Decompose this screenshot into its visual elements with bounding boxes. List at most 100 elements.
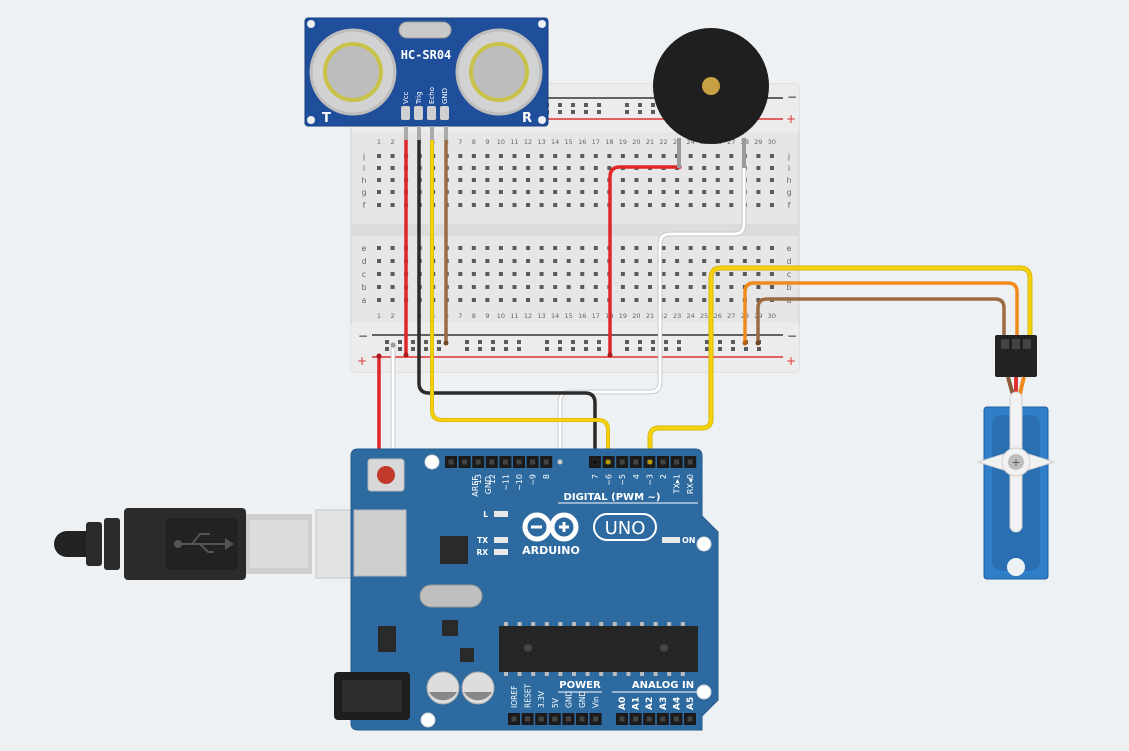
breadboard-hole[interactable]: [715, 178, 720, 182]
breadboard-hole[interactable]: [471, 166, 476, 170]
breadboard-hole[interactable]: [638, 103, 642, 107]
breadboard-hole[interactable]: [498, 285, 503, 289]
breadboard-hole[interactable]: [471, 298, 476, 302]
breadboard-hole[interactable]: [593, 154, 598, 158]
breadboard-hole[interactable]: [661, 178, 666, 182]
breadboard-hole[interactable]: [729, 298, 734, 302]
breadboard-hole[interactable]: [498, 154, 503, 158]
breadboard-hole[interactable]: [377, 178, 381, 182]
breadboard-hole[interactable]: [580, 246, 585, 250]
breadboard-hole[interactable]: [597, 340, 601, 344]
breadboard-hole[interactable]: [756, 203, 761, 207]
breadboard-hole[interactable]: [566, 246, 571, 250]
breadboard-hole[interactable]: [597, 103, 601, 107]
breadboard-hole[interactable]: [769, 154, 774, 158]
breadboard-hole[interactable]: [651, 103, 655, 107]
breadboard-hole[interactable]: [634, 285, 639, 289]
breadboard-hole[interactable]: [385, 347, 389, 351]
breadboard-hole[interactable]: [769, 246, 774, 250]
breadboard-hole[interactable]: [526, 203, 531, 207]
breadboard-hole[interactable]: [756, 190, 761, 194]
breadboard-hole[interactable]: [651, 340, 655, 344]
servo-motor[interactable]: +: [976, 335, 1056, 580]
breadboard-hole[interactable]: [553, 190, 558, 194]
breadboard-hole[interactable]: [729, 285, 734, 289]
breadboard-hole[interactable]: [498, 259, 503, 263]
breadboard-hole[interactable]: [390, 285, 395, 289]
breadboard-hole[interactable]: [512, 203, 517, 207]
breadboard-hole[interactable]: [625, 110, 629, 114]
reset-button[interactable]: [367, 458, 405, 492]
breadboard-hole[interactable]: [688, 272, 693, 276]
breadboard-hole[interactable]: [593, 190, 598, 194]
breadboard-hole[interactable]: [580, 285, 585, 289]
breadboard-hole[interactable]: [512, 190, 517, 194]
breadboard-hole[interactable]: [504, 340, 508, 344]
breadboard-hole[interactable]: [648, 298, 652, 302]
breadboard-hole[interactable]: [675, 246, 680, 250]
breadboard-hole[interactable]: [620, 272, 625, 276]
breadboard-hole[interactable]: [661, 203, 666, 207]
breadboard-hole[interactable]: [620, 259, 625, 263]
breadboard-hole[interactable]: [478, 347, 482, 351]
breadboard-hole[interactable]: [702, 178, 707, 182]
breadboard-hole[interactable]: [545, 340, 549, 344]
breadboard-hole[interactable]: [715, 272, 720, 276]
breadboard-hole[interactable]: [580, 190, 585, 194]
breadboard-hole[interactable]: [485, 203, 490, 207]
breadboard-hole[interactable]: [545, 347, 549, 351]
breadboard-hole[interactable]: [485, 166, 490, 170]
breadboard-hole[interactable]: [458, 246, 463, 250]
breadboard-hole[interactable]: [539, 246, 544, 250]
breadboard-hole[interactable]: [458, 285, 463, 289]
breadboard-hole[interactable]: [597, 110, 601, 114]
breadboard-hole[interactable]: [769, 166, 774, 170]
breadboard-hole[interactable]: [504, 347, 508, 351]
breadboard-hole[interactable]: [580, 272, 585, 276]
breadboard-hole[interactable]: [620, 246, 625, 250]
breadboard-hole[interactable]: [593, 272, 598, 276]
breadboard-hole[interactable]: [688, 298, 693, 302]
breadboard-hole[interactable]: [742, 272, 747, 276]
breadboard-hole[interactable]: [702, 203, 707, 207]
breadboard-hole[interactable]: [437, 340, 441, 344]
breadboard-hole[interactable]: [638, 340, 642, 344]
breadboard-hole[interactable]: [517, 340, 521, 344]
breadboard-hole[interactable]: [584, 347, 588, 351]
breadboard-hole[interactable]: [742, 259, 747, 263]
breadboard-hole[interactable]: [705, 347, 709, 351]
breadboard-hole[interactable]: [526, 298, 531, 302]
breadboard-hole[interactable]: [485, 246, 490, 250]
breadboard-hole[interactable]: [675, 285, 680, 289]
breadboard-hole[interactable]: [566, 259, 571, 263]
breadboard-hole[interactable]: [566, 298, 571, 302]
breadboard-hole[interactable]: [398, 347, 402, 351]
breadboard-hole[interactable]: [498, 298, 503, 302]
breadboard-hole[interactable]: [661, 298, 666, 302]
breadboard-hole[interactable]: [769, 178, 774, 182]
breadboard-hole[interactable]: [688, 285, 693, 289]
breadboard-hole[interactable]: [634, 259, 639, 263]
breadboard-hole[interactable]: [485, 154, 490, 158]
breadboard-hole[interactable]: [377, 203, 381, 207]
breadboard-hole[interactable]: [471, 285, 476, 289]
breadboard-hole[interactable]: [769, 285, 774, 289]
breadboard-hole[interactable]: [377, 298, 381, 302]
breadboard-hole[interactable]: [377, 190, 381, 194]
breadboard-hole[interactable]: [390, 178, 395, 182]
breadboard-hole[interactable]: [580, 298, 585, 302]
breadboard-hole[interactable]: [702, 246, 707, 250]
breadboard-hole[interactable]: [715, 166, 720, 170]
breadboard-hole[interactable]: [512, 259, 517, 263]
breadboard-hole[interactable]: [705, 340, 709, 344]
power-analog-header[interactable]: [508, 713, 696, 725]
breadboard-hole[interactable]: [571, 110, 575, 114]
breadboard-hole[interactable]: [390, 272, 395, 276]
breadboard-hole[interactable]: [566, 272, 571, 276]
breadboard-hole[interactable]: [526, 246, 531, 250]
breadboard-hole[interactable]: [390, 166, 395, 170]
breadboard-hole[interactable]: [744, 347, 748, 351]
breadboard-hole[interactable]: [553, 259, 558, 263]
breadboard-hole[interactable]: [512, 272, 517, 276]
